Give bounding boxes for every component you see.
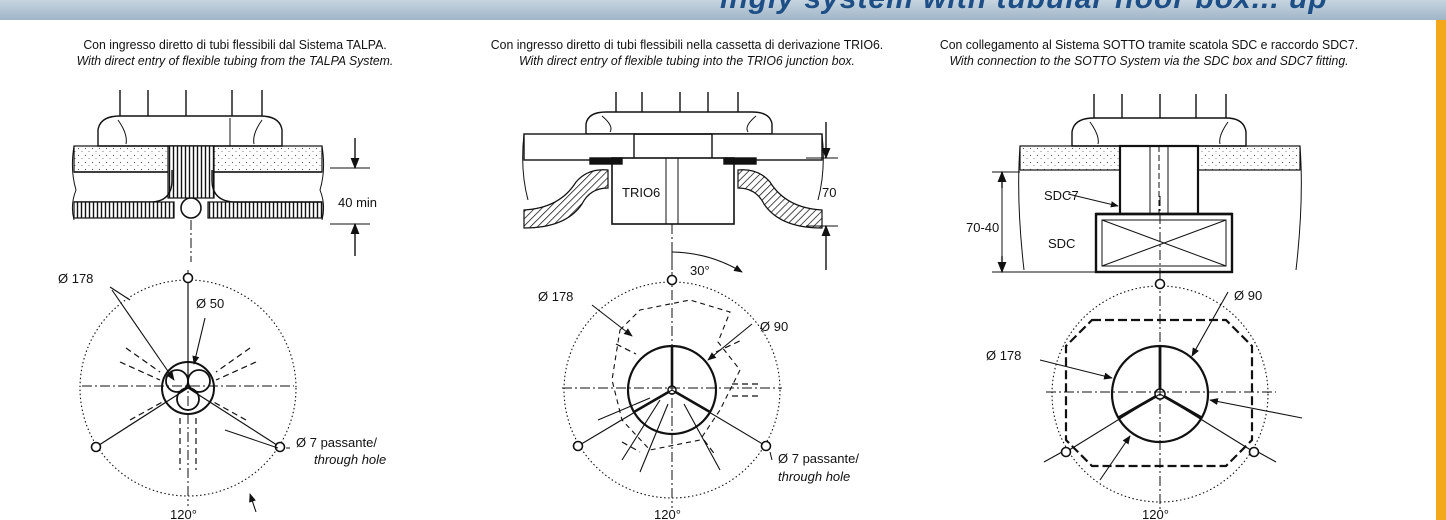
panel-3-drawing: [992, 94, 1303, 512]
caption-panel-1: Con ingresso diretto di tubi flessibili …: [16, 37, 453, 69]
floor-box-cover: [1071, 117, 1247, 147]
floor-box-cover: [585, 111, 773, 135]
dim-hole-en: through hole: [778, 469, 850, 484]
flexible-tube-left: [74, 170, 173, 203]
caption-panel-3: Con collegamento al Sistema SOTTO tramit…: [930, 37, 1367, 69]
caption-panel-2: Con ingresso diretto di tubi flessibili …: [468, 37, 905, 69]
dim-height: 40 min: [338, 195, 377, 210]
floor-screed: [1019, 145, 1121, 171]
dim-angle: 120°: [654, 507, 681, 520]
header-band-text: ingly system with tubular floor box... u…: [720, 0, 1328, 16]
label-box-sdc: SDC: [1048, 236, 1075, 251]
dim-angle: 120°: [170, 507, 197, 520]
cable-lines: [615, 92, 739, 112]
dim-height: 70-40: [966, 220, 999, 235]
dim-top-angle: 30°: [690, 263, 710, 278]
accent-strip: [1436, 20, 1446, 520]
dim-angle: 120°: [1142, 507, 1169, 520]
cable-lines: [1093, 94, 1227, 118]
dim-outer-diameter: Ø 178: [538, 289, 573, 304]
dim-hole-en: through hole: [314, 452, 386, 467]
cable-lines: [119, 90, 263, 116]
caption-italian: Con collegamento al Sistema SOTTO tramit…: [939, 37, 1359, 52]
panel-2-drawing: [522, 92, 838, 508]
flexible-tube-left: [523, 169, 609, 229]
plan-view-2: [562, 251, 782, 508]
caption-english: With direct entry of flexible tubing int…: [519, 53, 855, 68]
panel-1-drawing: [71, 90, 370, 513]
dim-inner-diameter: Ø 50: [196, 296, 224, 311]
label-junction-box: TRIO6: [622, 185, 660, 200]
dim-outer-diameter: Ø 178: [986, 348, 1021, 363]
flexible-tube-right: [211, 170, 322, 203]
caption-italian: Con ingresso diretto di tubi flessibili …: [490, 37, 884, 52]
plan-view-3: [1039, 278, 1303, 512]
vertical-conduits: [167, 145, 215, 199]
dim-outer-diameter: Ø 178: [58, 271, 93, 286]
floor-box-cover: [97, 115, 283, 147]
plan-view-1: [79, 270, 297, 513]
dim-inner-diameter: Ø 90: [1234, 288, 1262, 303]
caption-english: With direct entry of flexible tubing fro…: [76, 53, 394, 68]
caption-english: With connection to the SOTTO System via …: [949, 53, 1349, 68]
label-fitting-sdc7: SDC7: [1044, 188, 1079, 203]
flexible-tube-right: [737, 169, 823, 229]
caption-italian: Con ingresso diretto di tubi flessibili …: [83, 37, 387, 52]
dim-height: 70: [822, 185, 836, 200]
dim-hole: Ø 7 passante/: [296, 435, 377, 450]
top-header-band: ingly system with tubular floor box... u…: [0, 0, 1446, 20]
dim-hole: Ø 7 passante/: [778, 451, 859, 466]
junction-box-trio6: [611, 157, 735, 225]
dim-inner-diameter: Ø 90: [760, 319, 788, 334]
